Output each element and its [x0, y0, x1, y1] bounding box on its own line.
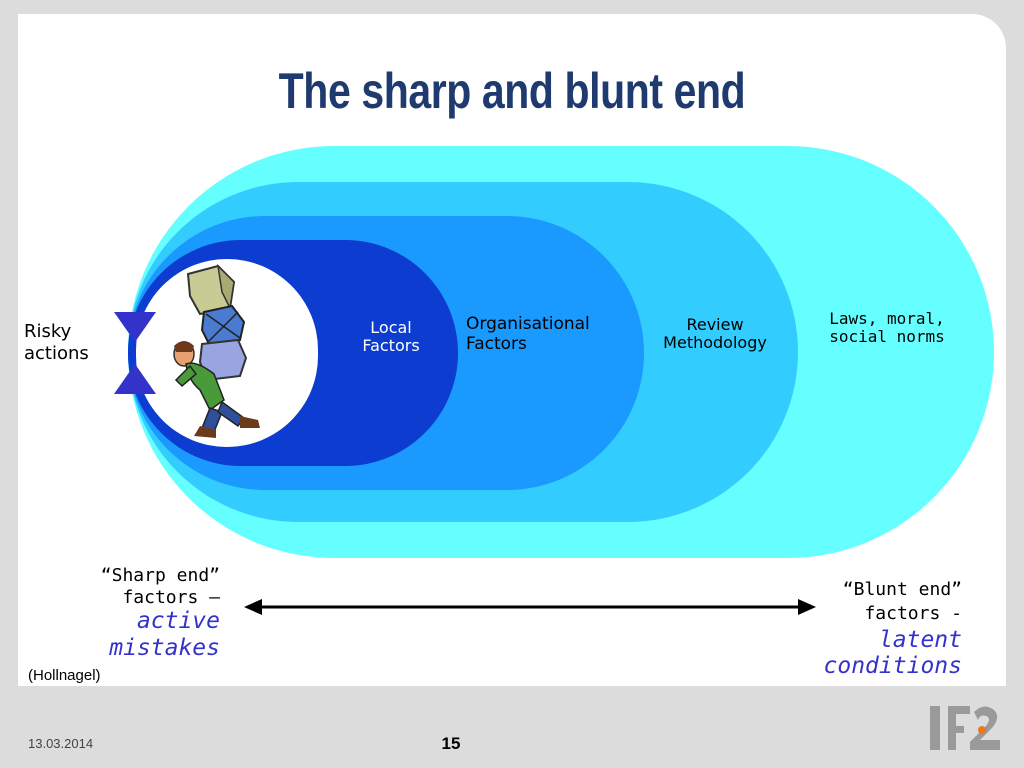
sharp-end-label: “Sharp end” factors – active mistakes — [30, 565, 220, 661]
double-arrow-icon — [244, 599, 816, 615]
sharp-end-line2: factors – — [122, 586, 220, 608]
org-label-line1: Organisational — [466, 314, 590, 334]
laws-label-line1: Laws, moral, — [829, 309, 945, 328]
risky-actions-label: Risky actions — [24, 321, 114, 364]
laws-norms-label: Laws, moral, social norms — [812, 309, 962, 347]
blunt-end-line2: factors - — [864, 603, 962, 625]
review-label-line1: Review — [686, 315, 744, 334]
blunt-end-label: “Blunt end” factors - latent conditions — [770, 578, 962, 679]
footer-date: 13.03.2014 — [28, 736, 94, 751]
page-number: 15 — [441, 734, 461, 753]
local-label-line2: Factors — [362, 336, 420, 356]
blunt-end-line1: “Blunt end” — [842, 579, 962, 600]
org-label-line2: Factors — [466, 333, 527, 354]
up-triangle-icon — [114, 364, 156, 394]
slide-title: The sharp and blunt end — [278, 63, 746, 119]
sharp-end-em2: mistakes — [109, 634, 220, 661]
organisational-factors-label: Organisational Factors — [466, 314, 636, 354]
local-label-line1: Local — [370, 318, 412, 337]
sharp-end-line1: “Sharp end” — [100, 565, 220, 586]
ife-logo — [930, 706, 1000, 750]
review-label-line2: Methodology — [663, 333, 767, 353]
blunt-end-em1: latent — [878, 626, 962, 653]
blunt-end-em2: conditions — [823, 653, 962, 680]
review-methodology-label: Review Methodology — [648, 315, 782, 353]
risky-line2: actions — [24, 342, 89, 364]
source-citation: (Hollnagel) — [28, 667, 101, 684]
risky-line1: Risky — [24, 321, 72, 342]
down-triangle-icon — [114, 312, 156, 342]
sharp-end-em1: active — [136, 608, 220, 635]
local-factors-label: Local Factors — [346, 318, 436, 356]
worker-carrying-boxes-illustration — [173, 263, 260, 438]
laws-label-line2: social norms — [829, 327, 945, 347]
